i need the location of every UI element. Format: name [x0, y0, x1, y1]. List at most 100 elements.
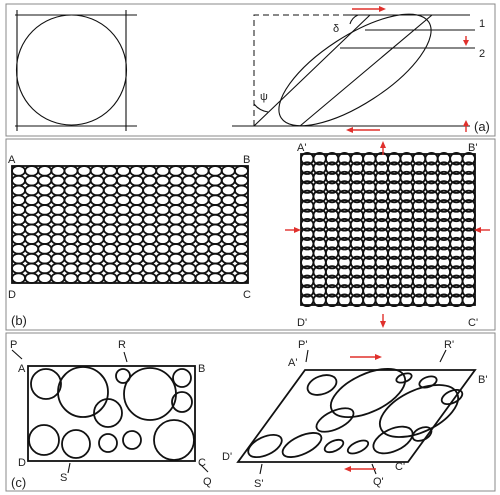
- grid-ellipse: [461, 208, 476, 223]
- corner-a-prime: A': [297, 142, 306, 154]
- grid-circle: [155, 204, 171, 216]
- grid-circle: [24, 184, 40, 197]
- panel-a-label: (a): [474, 119, 490, 134]
- grid-circle: [233, 243, 249, 255]
- grid-circle: [142, 165, 158, 177]
- grid-circle: [24, 213, 40, 226]
- grid-circle: [24, 272, 40, 284]
- grid-circle: [11, 213, 27, 226]
- grid-circle: [50, 272, 66, 284]
- grid-circle: [11, 262, 27, 275]
- grid-circle: [76, 262, 92, 275]
- grid-circle: [37, 174, 53, 187]
- grid-circle: [102, 243, 118, 255]
- grid-circle: [129, 243, 145, 255]
- grid-circle: [155, 243, 171, 255]
- grid-circle: [155, 272, 171, 284]
- grid-circle: [142, 204, 158, 216]
- sheared-block: [236, 369, 477, 463]
- grid-circle: [194, 223, 210, 236]
- grid-circle: [207, 233, 223, 245]
- panel-c-label: (c): [11, 475, 26, 490]
- grid-circle: [37, 252, 53, 265]
- grid-ellipse: [461, 227, 476, 241]
- grid-circle: [50, 194, 66, 206]
- grid-circle: [11, 272, 27, 284]
- grid-circle: [142, 243, 158, 255]
- grid-circle: [115, 243, 131, 255]
- shear-arrow-top: [379, 6, 386, 12]
- grid-circle: [207, 194, 223, 206]
- grid-circle: [115, 165, 131, 177]
- grid-circle: [63, 262, 79, 275]
- grid-circle: [115, 184, 131, 197]
- grid-circle: [207, 243, 223, 255]
- grid-circle: [220, 194, 236, 206]
- psi-arc: [253, 103, 269, 113]
- grid-ellipse: [461, 151, 476, 166]
- grid-circle: [50, 165, 66, 177]
- grid-circle: [194, 262, 210, 275]
- grid-circle: [24, 223, 40, 236]
- grid-circle: [168, 243, 184, 255]
- panel-a-frame: [5, 3, 496, 137]
- grid-circle: [129, 272, 145, 284]
- grid-circle: [155, 165, 171, 177]
- grid-circle: [102, 233, 118, 245]
- grid-ellipse: [461, 180, 476, 194]
- deformed-ellipses: [247, 367, 464, 459]
- line-2-label: 2: [479, 48, 485, 60]
- grid-circle: [168, 252, 184, 265]
- grid-circle: [220, 272, 236, 284]
- grid-circle: [115, 252, 131, 265]
- grid-circle: [76, 233, 92, 245]
- corner-b-c: B: [198, 363, 205, 375]
- grid-circle: [115, 272, 131, 284]
- grid-circle: [168, 233, 184, 245]
- panel-a-left-square: [15, 10, 137, 131]
- strain-ellipse: [278, 13, 432, 127]
- grid-circle: [233, 252, 249, 265]
- grid-circle: [76, 243, 92, 255]
- grid-circle: [89, 194, 105, 206]
- grid-circle: [207, 223, 223, 236]
- grid-circle: [220, 233, 236, 245]
- angle-psi-label: ψ: [260, 91, 268, 103]
- shortening-arrow: [463, 40, 469, 46]
- corner-c: C: [243, 289, 251, 301]
- grid-circle: [181, 184, 197, 197]
- grid-circle: [155, 252, 171, 265]
- grid-circle: [37, 194, 53, 206]
- grid-circle: [50, 223, 66, 236]
- corner-b-prime: B': [468, 142, 477, 154]
- grid-circle: [11, 243, 27, 255]
- reference-circle: [15, 14, 128, 126]
- grid-circle: [181, 194, 197, 206]
- grid-circle: [155, 262, 171, 275]
- grid-circle: [181, 165, 197, 177]
- grid-circle: [76, 194, 92, 206]
- marker-r: R: [118, 339, 126, 351]
- grid-circle: [11, 194, 27, 206]
- circle-grid-box: [11, 165, 249, 284]
- grid-circle: [220, 204, 236, 216]
- grid-circle: [142, 213, 158, 226]
- ellipse-grid: [300, 151, 476, 308]
- grid-ellipse: [461, 274, 476, 289]
- grid-circle: [207, 165, 223, 177]
- grid-circle: [102, 204, 118, 216]
- grid-circle: [194, 233, 210, 245]
- grid-circle: [194, 174, 210, 187]
- grid-circle: [89, 165, 105, 177]
- grid-circle: [102, 262, 118, 275]
- grid-circle: [142, 223, 158, 236]
- corner-d-prime-c: D': [222, 451, 232, 463]
- grid-circle: [76, 223, 92, 236]
- grid-circle: [63, 223, 79, 236]
- grid-circle: [168, 213, 184, 226]
- grid-circle: [181, 213, 197, 226]
- grid-circle: [102, 194, 118, 206]
- grid-circle: [181, 233, 197, 245]
- angle-delta-label: δ: [333, 23, 339, 35]
- grid-circle: [50, 252, 66, 265]
